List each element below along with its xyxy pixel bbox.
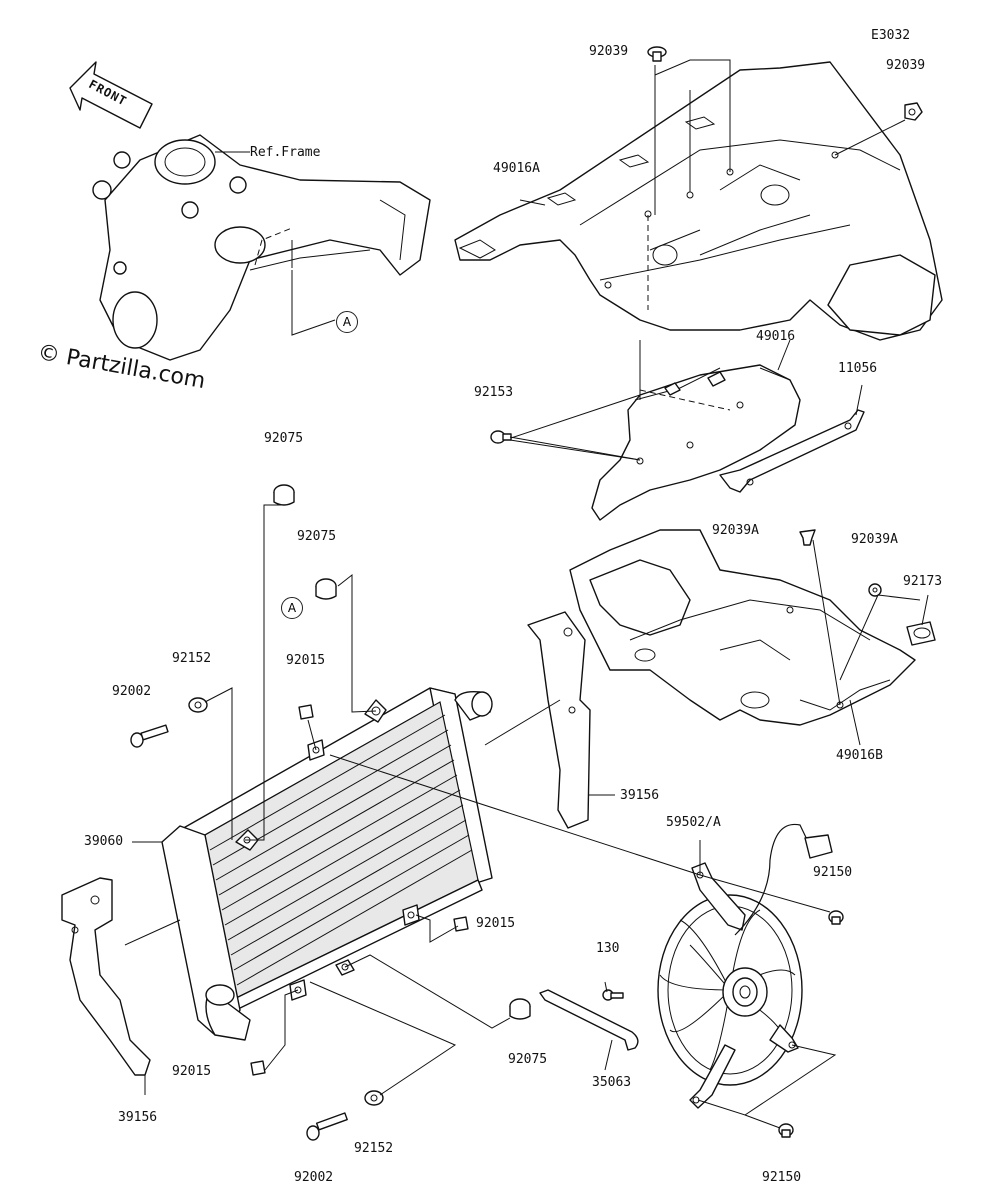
bracket-11056: [719, 409, 865, 493]
bolt-130: [602, 989, 624, 1001]
part-label[interactable]: 92015: [476, 916, 516, 931]
fan-59502A: [657, 823, 833, 1109]
collar-92152-top: [188, 697, 208, 713]
leader-line: [699, 874, 831, 913]
leader-line: [245, 504, 284, 841]
shroud-39156-left: [61, 877, 151, 1076]
cover-49016: [591, 364, 801, 521]
leader-line: [415, 914, 459, 943]
nut-92015-top: [298, 704, 314, 720]
part-label[interactable]: 49016A: [493, 161, 540, 176]
leader-line: [264, 989, 299, 1071]
grommet-92075-b: [315, 578, 337, 600]
ref-marker-a-bottom: A: [281, 597, 303, 619]
nut-92015-mid: [453, 916, 469, 932]
leader-line: [812, 539, 841, 706]
shroud-39156-mid: [527, 611, 591, 829]
part-label[interactable]: 35063: [592, 1075, 632, 1090]
part-label[interactable]: 49016: [756, 329, 796, 344]
leader-line: [337, 573, 377, 713]
part-label[interactable]: 39156: [118, 1110, 158, 1125]
part-label[interactable]: 92075: [297, 529, 337, 544]
leader-line: [309, 981, 457, 1096]
leader-line: [849, 699, 861, 746]
leader-line: [484, 699, 561, 746]
grommet-92075-a: [273, 484, 295, 506]
clip-92039A-left: [799, 529, 816, 546]
clip-92039A-right: [868, 583, 882, 597]
frame-illustration: [92, 134, 431, 361]
leader-line: [519, 199, 546, 206]
leader-line: [504, 394, 641, 441]
leader-line: [329, 754, 701, 876]
grommet-92075-c: [509, 998, 531, 1020]
leader-line: [124, 919, 181, 946]
part-label[interactable]: 92075: [508, 1052, 548, 1067]
collar-92152-bottom: [364, 1090, 384, 1106]
leader-line: [604, 1039, 613, 1071]
leader-line: [307, 719, 317, 751]
leader-line: [654, 59, 731, 172]
leader-line: [291, 270, 336, 336]
hidden-line: [639, 389, 731, 411]
part-label[interactable]: 11056: [838, 361, 878, 376]
part-label[interactable]: 92015: [172, 1064, 212, 1079]
part-label[interactable]: 92002: [294, 1170, 334, 1185]
part-label[interactable]: 92039A: [851, 532, 898, 547]
radiator-39060: [161, 687, 493, 1041]
leader-line: [839, 594, 879, 681]
part-label[interactable]: 130: [596, 941, 620, 956]
bolt-92002-top: [130, 724, 169, 748]
stay-35063: [539, 989, 639, 1051]
nut-92015-bottom: [250, 1060, 266, 1076]
leader-line: [744, 1114, 781, 1129]
part-label[interactable]: 39060: [84, 834, 124, 849]
leader-line: [855, 384, 863, 416]
leader-line: [777, 339, 791, 371]
part-label[interactable]: 92150: [762, 1170, 802, 1185]
ref-marker-a-top: A: [336, 311, 358, 333]
part-label[interactable]: 92002: [112, 684, 152, 699]
part-label[interactable]: 92039A: [712, 523, 759, 538]
front-arrow-icon: [69, 61, 153, 129]
bolt-92153: [490, 430, 512, 444]
nut-92039-right: [904, 102, 923, 121]
leader-line: [834, 119, 906, 156]
diagram-id: E3032: [871, 28, 911, 43]
leader-line: [204, 687, 233, 840]
leader-line: [604, 981, 608, 993]
leader-line: [509, 436, 641, 461]
bolt-92039-top: [647, 46, 667, 62]
clamp-92173: [906, 621, 936, 646]
part-label[interactable]: 92153: [474, 385, 514, 400]
part-label[interactable]: 92015: [286, 653, 326, 668]
bolt-92002-bottom: [306, 1112, 348, 1141]
part-label[interactable]: 92150: [813, 865, 853, 880]
cover-49016A: [454, 61, 943, 341]
leader-line: [344, 954, 511, 1029]
part-label[interactable]: 92039: [589, 44, 629, 59]
part-label[interactable]: 92152: [354, 1141, 394, 1156]
bolt-92150-bottom: [778, 1123, 794, 1138]
part-label[interactable]: 92039: [886, 58, 926, 73]
part-label[interactable]: 59502/A: [666, 815, 721, 830]
leader-line: [877, 594, 921, 601]
leader-line: [921, 594, 929, 626]
cover-49016B: [569, 529, 916, 726]
part-label[interactable]: 92075: [264, 431, 304, 446]
bolt-92150-top: [828, 910, 844, 925]
part-label[interactable]: 92173: [903, 574, 943, 589]
part-label[interactable]: 49016B: [836, 748, 883, 763]
part-label[interactable]: 39156: [620, 788, 660, 803]
part-label[interactable]: 92152: [172, 651, 212, 666]
ref-frame-label: Ref.Frame: [250, 145, 321, 160]
leader-line: [697, 1044, 837, 1116]
